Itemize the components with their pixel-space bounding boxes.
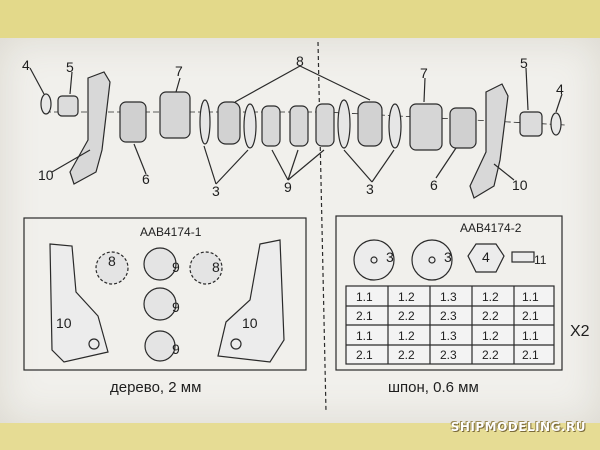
- part-9-ring: [289, 105, 309, 147]
- callout-3: 3: [212, 183, 220, 199]
- part-label: 10: [56, 315, 72, 331]
- grid-cell-label: 2.2: [482, 348, 499, 362]
- grid-cell-label: 2.1: [522, 309, 539, 323]
- grid-cell-label: 1.2: [482, 329, 499, 343]
- callout-4-right: 4: [556, 81, 564, 97]
- part-3-disc: [199, 99, 211, 145]
- multiplier-label: X2: [570, 323, 590, 340]
- callout-3-right: 3: [366, 181, 374, 197]
- sheet-right-code: AAB4174-2: [460, 221, 522, 235]
- sheet-right-frame: [335, 215, 563, 371]
- grid-cell-label: 1.3: [440, 329, 457, 343]
- callout-8: 8: [296, 53, 304, 69]
- grid-cell-label: 2.3: [440, 309, 457, 323]
- sheet-left-caption: дерево, 2 мм: [110, 379, 201, 396]
- part-label: 3: [444, 249, 452, 265]
- part-label: 9: [172, 259, 180, 275]
- grid-cell-label: 1.1: [522, 290, 539, 304]
- grid-cell-label: 2.2: [398, 309, 415, 323]
- divider-line: [317, 41, 327, 413]
- callout-5-right: 5: [520, 55, 528, 71]
- part-6-gear: [449, 107, 477, 149]
- sheet-left-frame: [23, 217, 307, 371]
- grid-cell-label: 1.2: [398, 290, 415, 304]
- callout-6: 6: [142, 171, 150, 187]
- part-label: 8: [212, 259, 220, 275]
- part-10-frame: [69, 71, 111, 185]
- part-3-disc: [388, 103, 402, 149]
- grid-cell-label: 2.1: [522, 348, 539, 362]
- watermark-text: SHIPMODELING.RU: [450, 420, 586, 434]
- grid-cell-label: 1.3: [440, 290, 457, 304]
- part-4-washer: [550, 112, 562, 136]
- grid-cell-label: 2.3: [440, 348, 457, 362]
- sheet-left-code: AAB4174-1: [140, 225, 202, 239]
- part-label: 3: [386, 249, 394, 265]
- sheet-right-caption: шпон, 0.6 мм: [388, 379, 479, 396]
- callout-5: 5: [66, 59, 74, 75]
- grid-cell-label: 1.1: [522, 329, 539, 343]
- table-surface: [0, 423, 600, 450]
- part-label: 4: [482, 249, 490, 265]
- part-4-washer: [40, 93, 52, 115]
- part-7-drum: [159, 91, 191, 139]
- callout-6-right: 6: [430, 177, 438, 193]
- part-10-frame: [469, 83, 509, 199]
- part-label: 9: [172, 299, 180, 315]
- callout-7: 7: [175, 63, 183, 79]
- grid-cell-label: 1.2: [482, 290, 499, 304]
- part-3-disc: [243, 103, 257, 149]
- part-6-gear: [119, 101, 147, 143]
- grid-cell-label: 1.1: [356, 290, 373, 304]
- part-label: 11: [534, 253, 547, 267]
- part-9-ring: [261, 105, 281, 147]
- callout-7-right: 7: [420, 65, 428, 81]
- part-7-drum: [409, 103, 443, 151]
- grid-cell-label: 2.2: [398, 348, 415, 362]
- grid-cell-label: 2.1: [356, 309, 373, 323]
- grid-cell-label: 2.1: [356, 348, 373, 362]
- part-label: 8: [108, 253, 116, 269]
- part-8-gear: [217, 101, 241, 145]
- part-8-gear: [357, 101, 383, 147]
- part-label: 9: [172, 341, 180, 357]
- grid-cell-label: 1.2: [398, 329, 415, 343]
- callout-10: 10: [38, 167, 54, 183]
- part-9-ring: [315, 103, 335, 147]
- callout-10-right: 10: [512, 177, 528, 193]
- part-3-disc: [337, 99, 351, 149]
- callout-4: 4: [22, 57, 30, 73]
- part-label: 10: [242, 315, 258, 331]
- grid-cell-label: 1.1: [356, 329, 373, 343]
- part-5-bushing: [57, 95, 79, 117]
- grid-cell-label: 2.2: [482, 309, 499, 323]
- callout-9: 9: [284, 179, 292, 195]
- part-5-bushing: [519, 111, 543, 137]
